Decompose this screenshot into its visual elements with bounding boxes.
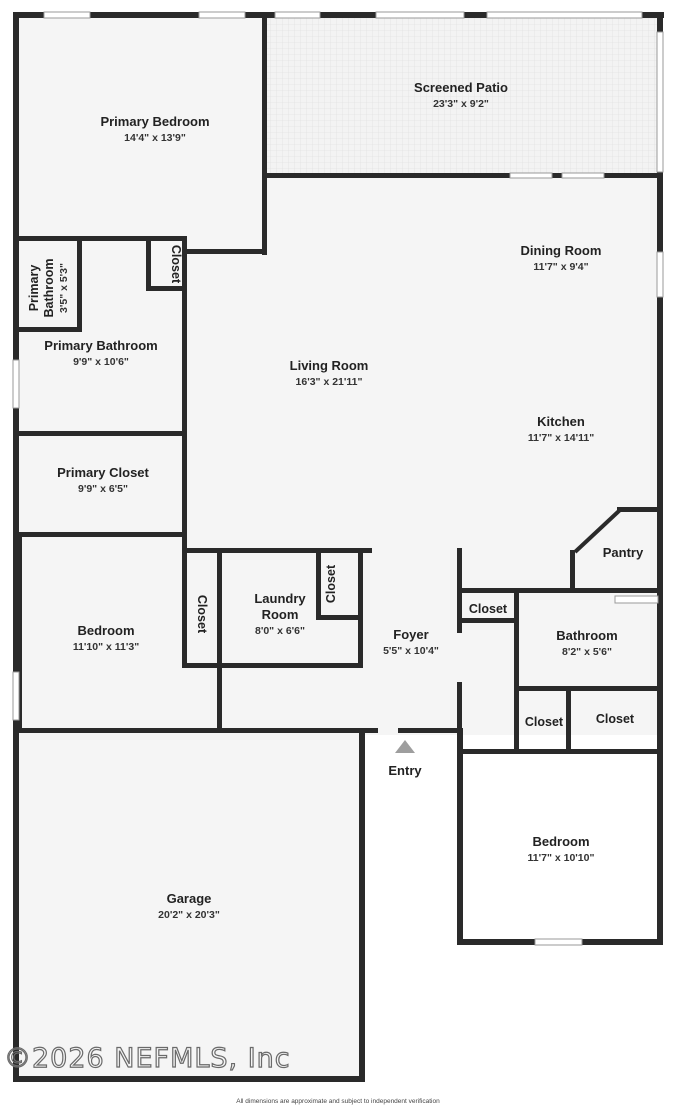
floors	[15, 15, 660, 1080]
kitchen-dims: 11'7" x 14'11"	[528, 432, 594, 444]
entry-label: Entry	[388, 763, 422, 778]
closet-laundry-label: Closet	[324, 564, 338, 603]
windows	[12, 11, 664, 946]
bedroom-right-name: Bedroom	[532, 834, 589, 849]
entry-arrow-icon	[395, 740, 415, 753]
primary-bathroom-dims: 9'9" x 10'6"	[73, 356, 129, 368]
laundry-room-dims: 8'0" x 6'6"	[255, 625, 305, 637]
primary-bedroom-name: Primary Bedroom	[100, 114, 209, 129]
foyer-dims: 5'5" x 10'4"	[383, 645, 439, 657]
dining-room-name: Dining Room	[521, 243, 602, 258]
dining-room-dims: 11'7" x 9'4"	[533, 261, 588, 273]
bathroom-dims: 8'2" x 5'6"	[562, 646, 612, 658]
closet-primary-label: Closet	[169, 245, 183, 284]
closet-primary-name: Closet	[169, 245, 183, 284]
primary-closet-dims: 9'9" x 6'5"	[78, 483, 128, 495]
garage-dims: 20'2" x 20'3"	[158, 909, 220, 921]
closet-laundry-name: Closet	[324, 564, 338, 603]
watermark: ©2026 NEFMLS, Inc	[4, 1043, 291, 1074]
bedroom-right-dims: 11'7" x 10'10"	[528, 852, 595, 864]
bedroom-left-dims: 11'10" x 11'3"	[73, 641, 139, 653]
primary-closet-name: Primary Closet	[57, 465, 149, 480]
primary-bathroom-small-line2: Bathroom	[42, 258, 56, 317]
pantry-name: Pantry	[603, 545, 644, 560]
primary-bathroom-name: Primary Bathroom	[44, 338, 157, 353]
disclaimer: All dimensions are approximate and subje…	[236, 1098, 440, 1105]
closet-bath-left-name: Closet	[525, 715, 564, 729]
primary-bedroom-dims: 14'4" x 13'9"	[124, 132, 186, 144]
laundry-room-line1: Laundry	[254, 591, 306, 606]
living-room-name: Living Room	[290, 358, 369, 373]
kitchen-name: Kitchen	[537, 414, 585, 429]
primary-bathroom-small-label: Primary Bathroom 3'5" x 5'3"	[27, 258, 70, 317]
garage-name: Garage	[167, 891, 212, 906]
primary-bathroom-small-line1: Primary	[27, 265, 41, 312]
closet-hall-name: Closet	[469, 602, 508, 616]
primary-bathroom-small-dims: 3'5" x 5'3"	[58, 263, 70, 313]
room-labels: Primary Bedroom 14'4" x 13'9" Screened P…	[27, 80, 644, 921]
closet-bath-right-name: Closet	[596, 712, 635, 726]
screened-patio-name: Screened Patio	[414, 80, 508, 95]
bedroom-left-name: Bedroom	[77, 623, 134, 638]
closet-left-name: Closet	[195, 595, 209, 634]
foyer-name: Foyer	[393, 627, 428, 642]
pantry-angled-wall	[573, 508, 622, 554]
patio-floor	[266, 15, 660, 175]
closet-left-label: Closet	[195, 595, 209, 634]
screened-patio-dims: 23'3" x 9'2"	[433, 98, 489, 110]
living-room-dims: 16'3" x 21'11"	[296, 376, 363, 388]
laundry-room-line2: Room	[262, 607, 299, 622]
bathroom-name: Bathroom	[556, 628, 617, 643]
